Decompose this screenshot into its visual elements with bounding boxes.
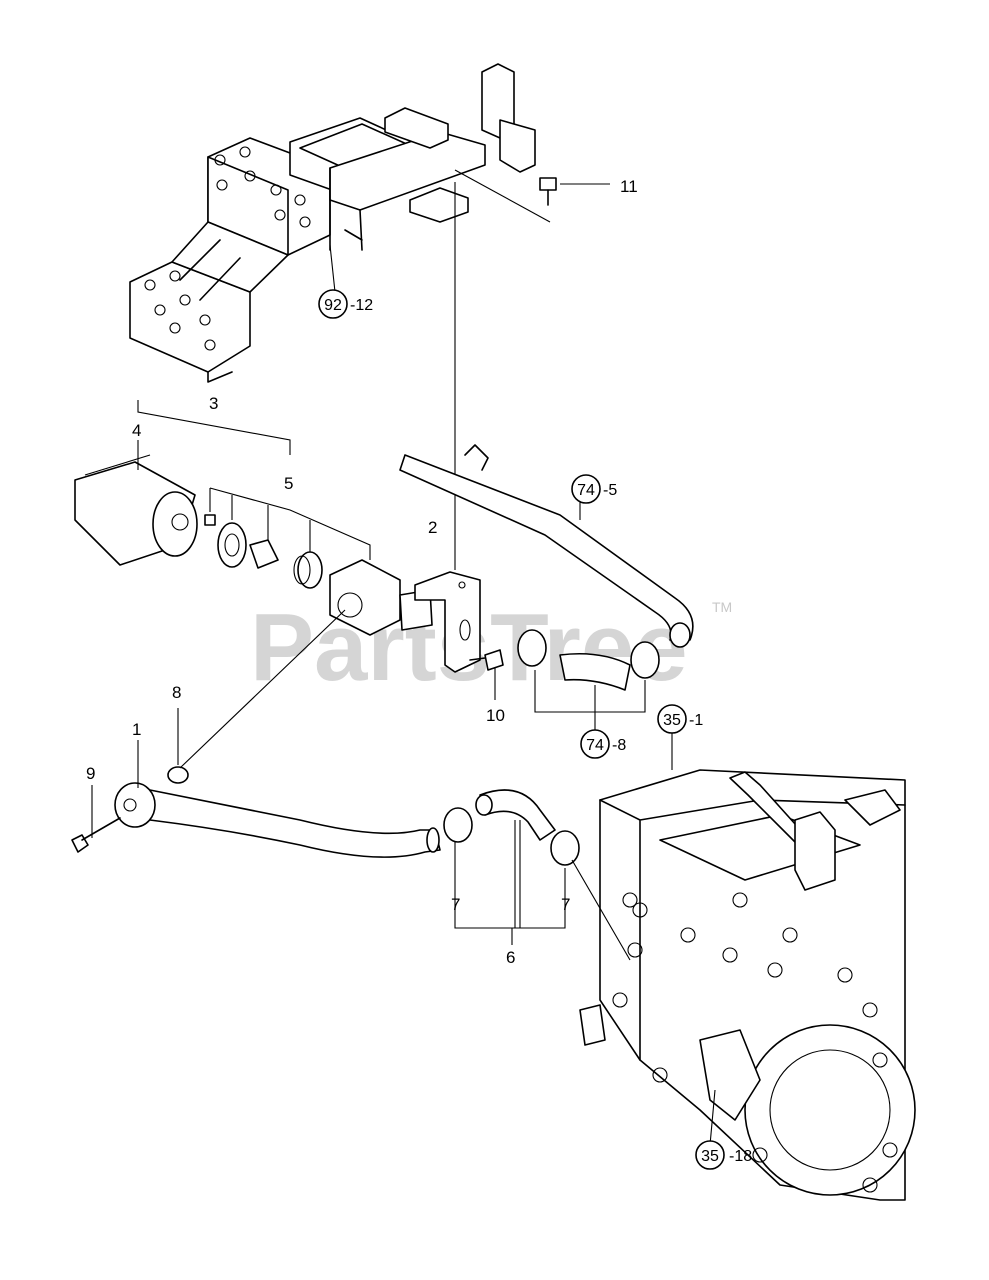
ref-74a-suffix: -5 — [603, 482, 617, 499]
ref-35a-circle: 35 — [663, 712, 681, 729]
ref-35b-circle: 35 — [701, 1148, 719, 1165]
ref-74-5: 74 -5 — [571, 474, 617, 504]
oil-filter-4 — [74, 454, 198, 566]
hose-74-8 — [517, 629, 660, 691]
ref-74b-circle: 74 — [586, 737, 604, 754]
bolt-9 — [71, 817, 121, 853]
frame-bolts — [144, 146, 311, 351]
leader-o-ring-to-head — [179, 609, 346, 769]
ref-74-8: 74 -8 — [580, 729, 626, 759]
ref-35b-suffix: -18 — [729, 1148, 752, 1165]
bracket-3 — [137, 400, 291, 455]
bolt-11 — [539, 177, 610, 206]
pipe-74-5 — [399, 444, 694, 648]
frame-bracket — [129, 63, 536, 383]
label-8: 8 — [172, 683, 181, 702]
label-5: 5 — [284, 474, 293, 493]
ref-92-circle: 92 — [324, 297, 342, 314]
bracket-74-8 — [534, 670, 646, 735]
o-ring-8 — [167, 766, 189, 784]
hose-6 — [443, 789, 580, 866]
bolt-10 — [469, 649, 504, 700]
ref-74b-suffix: -8 — [612, 737, 626, 754]
label-10: 10 — [486, 706, 505, 725]
label-9: 9 — [86, 764, 95, 783]
ref-92-suffix: -12 — [350, 297, 373, 314]
label-3: 3 — [209, 394, 218, 413]
bracket-2 — [414, 571, 481, 673]
label-4: 4 — [132, 421, 141, 440]
label-7-right: 7 — [561, 895, 570, 914]
leader-35-18 — [709, 1089, 716, 1146]
label-6: 6 — [506, 948, 515, 967]
label-7-left: 7 — [451, 895, 460, 914]
ref-35-18: 35 -18 — [695, 1140, 752, 1170]
ref-92-12: 92 -12 — [318, 289, 373, 319]
bracket-6-7 — [454, 820, 566, 945]
label-1: 1 — [132, 720, 141, 739]
housing-bolts — [612, 892, 898, 1193]
pipe-1 — [114, 782, 441, 858]
watermark-tm: TM — [712, 599, 732, 615]
leader-hose-to-housing — [571, 859, 631, 961]
filter-kit-parts — [204, 514, 323, 589]
ref-35a-suffix: -1 — [689, 712, 703, 729]
bracket-5 — [209, 487, 371, 560]
leader-92 — [329, 244, 336, 293]
ref-74a-circle: 74 — [577, 482, 595, 499]
leader-11 — [454, 169, 551, 223]
label-2: 2 — [428, 518, 437, 537]
transmission-housing — [579, 769, 916, 1201]
label-11: 11 — [620, 177, 638, 196]
ref-35-1: 35 -1 — [657, 704, 703, 734]
